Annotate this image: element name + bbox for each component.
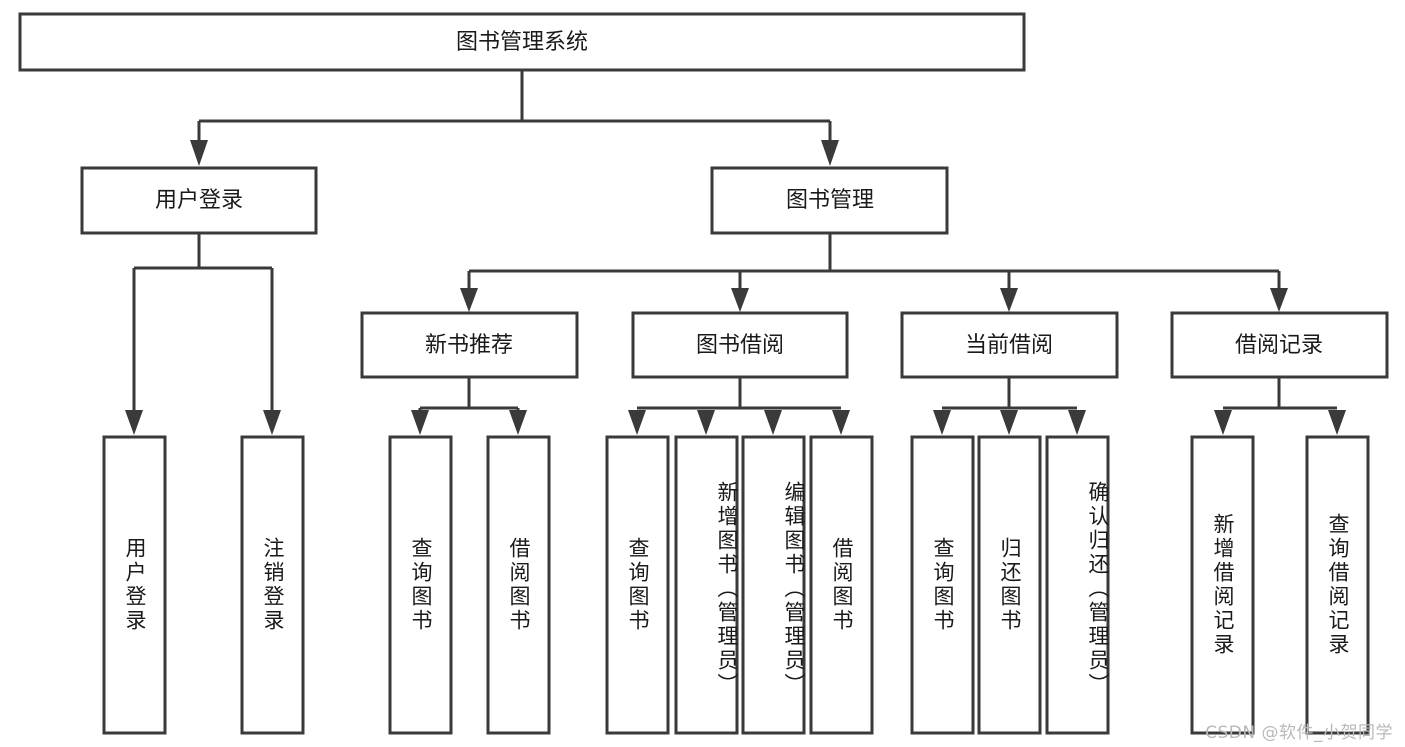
node-root-label: 图书管理系统 (456, 30, 588, 55)
node-current-borrow-box[interactable] (900, 311, 1119, 379)
leaf-box-user-login-1[interactable] (240, 435, 305, 735)
leaf-box-new-book-0[interactable] (388, 435, 453, 735)
leaf-box-current-borrow-0[interactable] (910, 435, 975, 735)
arrow-head-book-mgmt (821, 140, 839, 166)
leaf-box-borrow-record-0[interactable] (1190, 435, 1255, 735)
arrow-head-current-borrow (1000, 288, 1018, 312)
leaf-box-book-borrow-1[interactable] (674, 435, 739, 735)
node-borrow-record-box[interactable] (1170, 311, 1389, 379)
node-user-login-label: 用户登录 (155, 188, 243, 213)
arrow-head-currentborrow-leaf-3 (1068, 410, 1086, 435)
leaf-box-current-borrow-2[interactable] (1045, 435, 1110, 735)
arrow-head-user-login (190, 140, 208, 166)
label-layer: 图书管理系统 用户登录 图书管理 新书推荐 图书借阅 当前借阅 借阅记录 (155, 30, 1323, 358)
arrow-head-bookborrow-leaf-2 (697, 410, 715, 435)
node-current-borrow-label: 当前借阅 (965, 333, 1053, 358)
node-book-management-label: 图书管理 (786, 188, 874, 213)
arrow-head-borrowrecord-leaf-1 (1214, 410, 1232, 435)
leaf-box-book-borrow-0[interactable] (605, 435, 670, 735)
node-user-login-box[interactable] (80, 166, 318, 235)
leaf-box-new-book-1[interactable] (486, 435, 551, 735)
arrow-head-new-book (460, 288, 478, 312)
leaf-box-book-borrow-3[interactable] (809, 435, 874, 735)
arrow-head-leaf-user-login (125, 410, 143, 435)
arrow-head-newbook-leaf-1 (411, 410, 429, 435)
connector-layer (125, 70, 1346, 435)
arrow-head-bookborrow-leaf-4 (832, 410, 850, 435)
arrow-head-currentborrow-leaf-2 (1000, 410, 1018, 435)
leaf-box-user-login-0[interactable] (102, 435, 167, 735)
arrow-head-borrow-record (1270, 288, 1288, 312)
node-borrow-record-label: 借阅记录 (1235, 333, 1323, 358)
node-root-box[interactable] (18, 12, 1026, 72)
node-book-borrow-box[interactable] (631, 311, 849, 379)
arrow-head-book-borrow (731, 288, 749, 312)
arrow-head-bookborrow-leaf-3 (764, 410, 782, 435)
leaf-box-book-borrow-2[interactable] (741, 435, 806, 735)
leaf-box-current-borrow-1[interactable] (977, 435, 1042, 735)
csdn-watermark: CSDN @软件_小贺同学 (1205, 723, 1393, 743)
arrow-head-bookborrow-leaf-1 (628, 410, 646, 435)
arrow-head-newbook-leaf-2 (509, 410, 527, 435)
node-book-management-box[interactable] (710, 166, 949, 235)
leaf-box-borrow-record-1[interactable] (1305, 435, 1370, 735)
node-new-book-recommend-label: 新书推荐 (425, 333, 513, 358)
arrow-head-leaf-logout (263, 410, 281, 435)
arrow-head-borrowrecord-leaf-2 (1328, 410, 1346, 435)
node-layer (18, 12, 1389, 735)
node-book-borrow-label: 图书借阅 (696, 333, 784, 358)
arrow-head-currentborrow-leaf-1 (933, 410, 951, 435)
node-new-book-recommend-box[interactable] (360, 311, 579, 379)
